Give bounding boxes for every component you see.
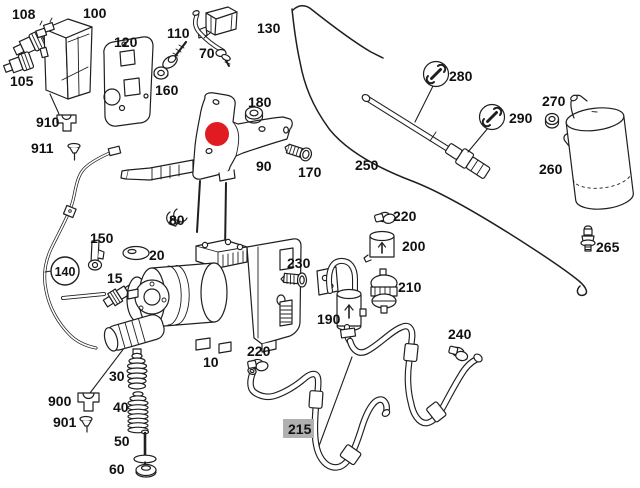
tool-marker-290 [467,103,506,153]
label-265: 265 [596,239,620,255]
part-100-control-unit-drawing [35,17,93,115]
part-110-screw-drawing [162,40,188,69]
part-40-spring-drawing [127,391,149,434]
label-215-highlight-box [283,419,314,438]
part-270-nut-drawing [544,112,560,129]
part-30-buffer-drawing [126,348,148,390]
part-910-clip-drawing [56,114,77,132]
part-70-rod-drawing [192,10,231,67]
callout-140-circle [44,256,80,286]
label-280: 280 [449,68,473,84]
label-10: 10 [203,354,219,370]
label-40: 40 [113,399,129,415]
label-70: 70 [199,45,215,61]
label-170: 170 [298,164,322,180]
label-260: 260 [539,161,563,177]
leader-215 [318,356,353,447]
label-210: 210 [398,279,422,295]
label-60: 60 [109,461,125,477]
label-910: 910 [36,114,60,130]
label-160: 160 [155,82,179,98]
part-170-bolt-drawing [284,143,313,162]
hose-B-drawing [350,326,483,423]
part-10-compressor-drawing [89,238,302,394]
tool-marker-280 [414,60,450,123]
part-160-nut-drawing [153,66,169,80]
part-130-bracket-drawing [197,6,238,39]
label-90: 90 [256,158,272,174]
label-270: 270 [542,93,566,109]
part-105-fitting-drawing [2,51,35,74]
label-290: 290 [509,110,533,126]
part-150-valve-drawing [87,239,105,271]
part-20-washer-drawing [122,245,150,261]
label-15: 15 [107,270,123,286]
label-230: 230 [287,255,311,271]
part-80-clamp-drawing [166,208,188,227]
callout-labels: 108 100 105 120 110 70 130 160 910 911 1… [10,5,620,477]
part-15-fitting-drawing [61,284,134,308]
part-190-valve-unit-drawing [316,261,367,342]
part-230-screw-drawing [280,272,308,288]
label-130: 130 [257,20,281,36]
hose-215-drawing [247,356,391,467]
part-90-bracket-drawing [120,92,293,253]
label-901: 901 [53,414,77,430]
label-120: 120 [114,34,138,50]
part-60-grommet-drawing [135,463,157,478]
part-911-pin-drawing [67,142,81,161]
part-260-reservoir-drawing [563,94,634,210]
part-265-valve-drawing [580,225,596,252]
hose-250-drawing [291,5,588,297]
label-105: 105 [10,73,34,89]
pressure-line-280-drawing [361,93,448,149]
label-30: 30 [109,368,125,384]
label-140: 140 [55,265,76,279]
label-110: 110 [167,25,190,41]
part-240-clamp-drawing [446,344,470,363]
label-20: 20 [149,247,165,263]
part-180-nut-drawing [244,106,264,124]
label-220b: 220 [247,343,271,359]
part-50-bolt-drawing [133,429,157,468]
part-108-fitting-drawing [12,30,47,56]
label-50: 50 [114,433,130,449]
part-200-canister-drawing [363,230,395,263]
part-900-clip-drawing [77,392,100,412]
label-180: 180 [248,94,272,110]
part-120-gasket-drawing [103,36,154,127]
label-150: 150 [90,230,114,246]
part-210-filter-drawing [370,268,398,314]
part-901-pin-drawing [79,415,93,433]
label-250: 250 [355,157,379,173]
part-140-pipe-drawing [43,145,122,350]
label-911: 911 [31,140,54,156]
fitting-290-drawing [444,143,491,179]
label-108: 108 [12,6,36,22]
label-900: 900 [48,393,72,409]
label-190: 190 [317,311,341,327]
label-100: 100 [83,5,107,21]
label-220a: 220 [393,208,417,224]
label-215: 215 [288,421,312,437]
highlight-dot [205,122,229,146]
label-240: 240 [448,326,472,342]
label-200: 200 [402,238,426,254]
label-80: 80 [169,212,185,228]
